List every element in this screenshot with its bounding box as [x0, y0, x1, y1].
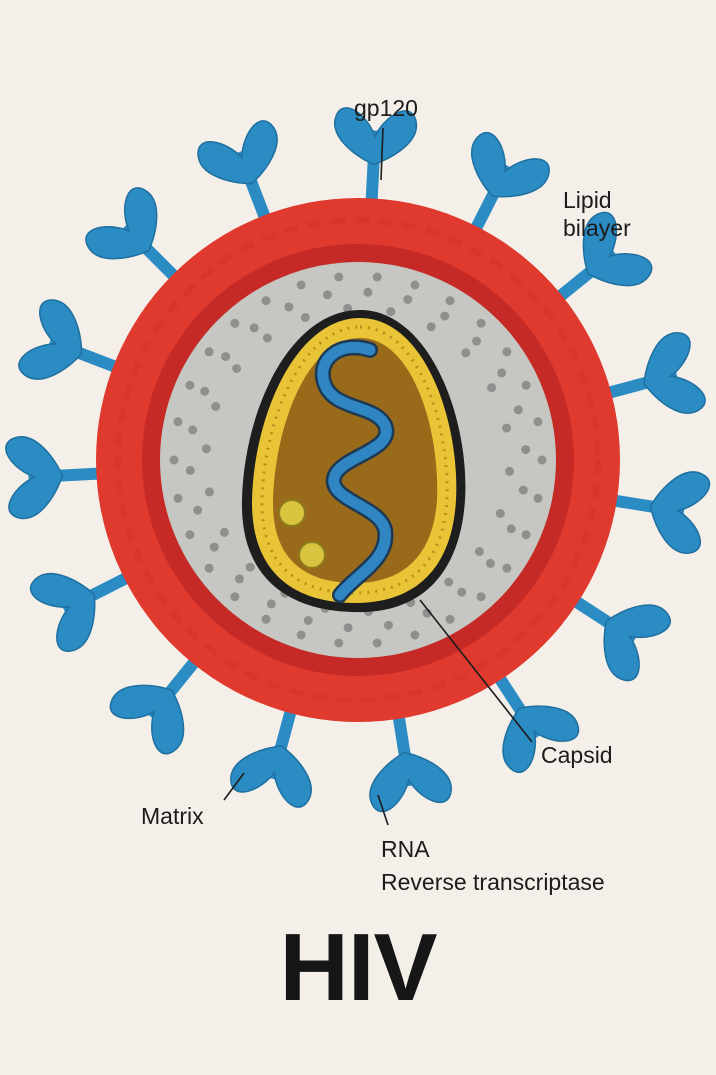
matrix-particle [185, 465, 195, 475]
matrix-particle [485, 558, 495, 568]
gp120-label: gp120 [354, 95, 418, 121]
matrix-particle [505, 466, 515, 476]
matrix-particle [323, 290, 332, 300]
matrix-particle [204, 563, 214, 573]
matrix-particle [185, 380, 195, 390]
gp120-spike [603, 458, 712, 557]
matrix-particle [533, 493, 543, 503]
matrix-particle [457, 587, 467, 597]
matrix-particle [513, 405, 523, 415]
matrix-particle [506, 524, 516, 534]
matrix-particle [209, 542, 219, 552]
matrix-particle [440, 311, 450, 321]
matrix-particle [234, 574, 244, 584]
matrix-particle [476, 318, 486, 328]
matrix-particle [230, 592, 240, 602]
matrix-particle [537, 455, 547, 465]
matrix-particle [502, 423, 512, 433]
page-title: HIV [279, 914, 437, 1021]
matrix-particle [173, 493, 183, 503]
matrix-particle [502, 563, 512, 573]
matrix-particle [169, 455, 179, 465]
lipid-label-line1: Lipid [563, 187, 612, 213]
gp120-spike [4, 431, 106, 520]
gp120-leader-line [380, 127, 384, 181]
matrix-particle [410, 630, 420, 640]
matrix-particle [497, 368, 507, 378]
matrix-particle [300, 312, 310, 322]
matrix-particle [386, 307, 396, 317]
matrix-particle [232, 364, 242, 373]
matrix-particle [303, 616, 313, 625]
capsid-label: Capsid [541, 742, 613, 768]
matrix-particle [372, 638, 382, 648]
matrix-particle [201, 444, 211, 454]
matrix-label: Matrix [141, 803, 204, 829]
matrix-particle [334, 272, 344, 282]
matrix-particle [296, 280, 306, 290]
matrix-particle [219, 527, 229, 537]
matrix-particle [173, 417, 183, 427]
matrix-particle [211, 402, 221, 411]
matrix-particle [185, 530, 195, 540]
lipid-bilayer-label: Lipid bilayer [563, 187, 631, 242]
matrix-particle [204, 487, 214, 497]
matrix-particle [262, 333, 272, 343]
matrix-particle [343, 623, 353, 633]
matrix-particle [521, 530, 531, 540]
matrix-particle [445, 614, 455, 624]
reverse-transcriptase-enzyme [278, 499, 306, 527]
lipid-bilayer-texture [115, 217, 601, 703]
matrix-particle [403, 295, 413, 304]
capsid-leader-line [419, 599, 533, 743]
matrix-particle [521, 445, 531, 455]
rna-leader-line [377, 794, 389, 826]
matrix-particle [444, 577, 454, 587]
rna-label: RNA [381, 836, 430, 862]
matrix-particle [495, 509, 505, 518]
matrix-particle [384, 620, 393, 630]
matrix-particle [472, 336, 482, 346]
matrix-particle [188, 425, 198, 435]
matrix-particle [230, 318, 240, 328]
matrix-particle [249, 323, 259, 333]
matrix-particle [343, 303, 353, 313]
matrix-particle [200, 386, 210, 396]
matrix-particles [169, 272, 547, 648]
reverse-transcriptase-enzyme [298, 541, 326, 569]
matrix-particle [296, 630, 306, 640]
matrix-particle [410, 280, 420, 290]
matrix-particle [193, 505, 203, 515]
matrix-particle [487, 383, 497, 393]
matrix-particle [245, 562, 255, 572]
matrix-particle [266, 599, 276, 609]
matrix-particle [533, 417, 543, 427]
matrix-particle [261, 296, 271, 306]
matrix-particle [204, 347, 214, 357]
matrix-particle [502, 347, 512, 357]
matrix-particle [518, 485, 528, 495]
matrix-particle [426, 322, 436, 332]
rna-strand [317, 341, 392, 601]
matrix-particle [284, 302, 294, 312]
matrix-particle [521, 380, 531, 390]
reverse-transcriptase-label: Reverse transcriptase [381, 869, 605, 895]
lipid-label-line2: bilayer [563, 214, 631, 241]
matrix-particle [372, 272, 382, 282]
matrix-particle [221, 352, 231, 362]
matrix-particle [476, 592, 486, 602]
matrix-particle [261, 614, 271, 624]
matrix-leader-line [223, 772, 245, 801]
matrix-particle [474, 547, 484, 556]
matrix-particle [334, 638, 344, 648]
matrix-particle [445, 296, 455, 306]
gp120-spike [356, 705, 455, 814]
matrix-particle [363, 287, 373, 297]
matrix-particle [461, 348, 471, 358]
